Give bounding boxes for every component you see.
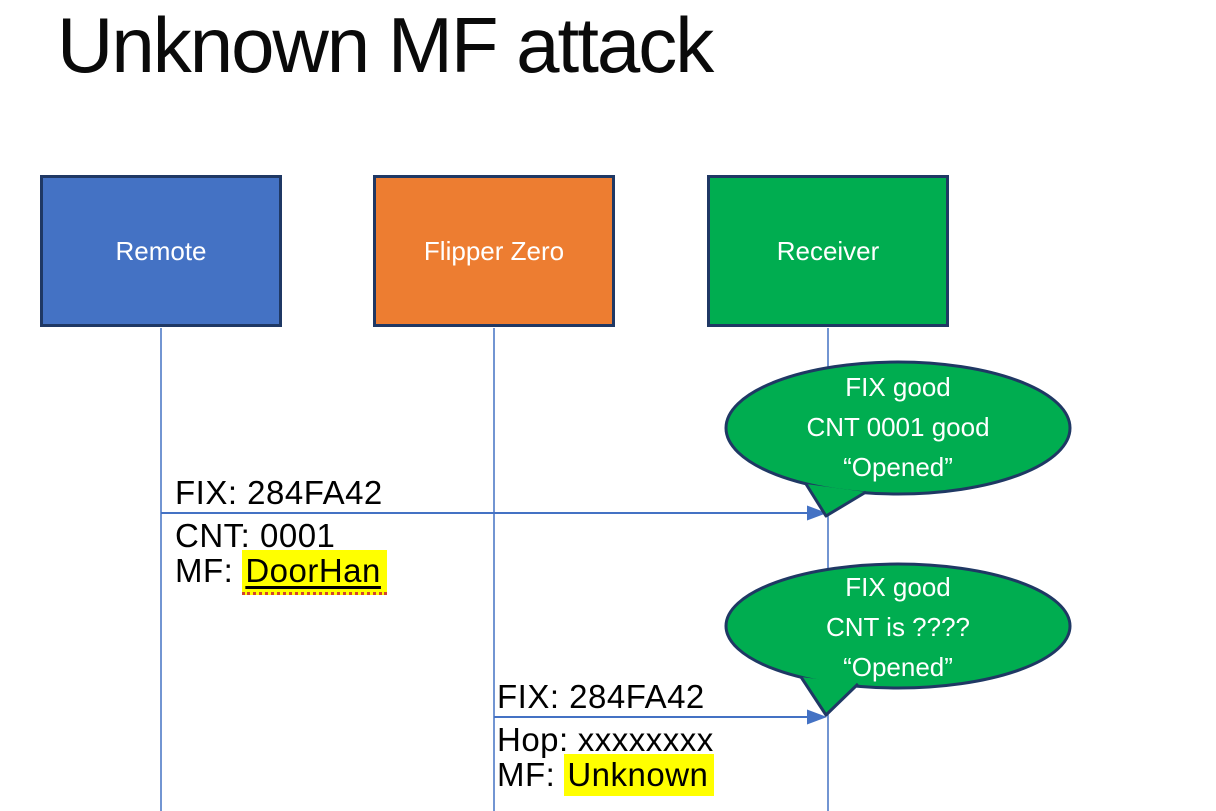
callout-2-tail (799, 676, 860, 717)
callout-2-bubble (724, 562, 1072, 717)
message-2-mf-value-highlighted: Unknown (564, 754, 715, 796)
message-2-arrowhead-icon (807, 709, 827, 725)
message-1-arrowhead-icon (807, 505, 827, 521)
actor-label-flipper-zero: Flipper Zero (423, 235, 565, 266)
message-1-mf-label: MF: (175, 552, 234, 589)
actor-box-flipper-zero: Flipper Zero (373, 175, 615, 327)
callout-1-text: FIX good CNT 0001 good “Opened” (726, 367, 1070, 487)
callout-1-line2: CNT 0001 good (806, 412, 990, 442)
callout-2-line3: “Opened” (843, 652, 953, 682)
message-2-hop: Hop:xxxxxxxx (497, 721, 714, 761)
callout-1-tail (804, 483, 867, 518)
message-1-arrow (161, 505, 827, 521)
callout-1-line3: “Opened” (843, 452, 953, 482)
callout-2-line1: FIX good (845, 572, 951, 602)
callout-1-ellipse (724, 360, 1072, 496)
actor-label-remote: Remote (115, 235, 207, 266)
callout-2-text: FIX good CNT is ???? “Opened” (726, 567, 1070, 687)
slide-title: Unknown MF attack (57, 1, 714, 89)
actor-label-receiver: Receiver (776, 235, 880, 266)
message-1-mf-value-highlighted: DoorHan (242, 550, 387, 595)
actor-box-receiver: Receiver (707, 175, 949, 327)
actor-box-remote: Remote (40, 175, 282, 327)
message-2-arrow (494, 709, 827, 725)
message-2-mf-label: MF: (497, 756, 556, 793)
message-2-mf: MF:Unknown (497, 754, 715, 796)
message-2-hop-value-misspelled: xxxxxxxx (577, 721, 714, 761)
callout-1-line1: FIX good (845, 372, 951, 402)
message-1-cnt: CNT: 0001 (175, 517, 336, 554)
message-1-mf: MF:DoorHan (175, 550, 387, 595)
message-2-hop-label: Hop: (497, 721, 569, 758)
callout-2-line2: CNT is ???? (825, 612, 971, 642)
callout-1-bubble (724, 360, 1072, 518)
message-1-fix: FIX: 284FA42 (175, 474, 383, 511)
message-2-fix: FIX: 284FA42 (497, 678, 705, 715)
callout-2-ellipse (724, 562, 1072, 690)
